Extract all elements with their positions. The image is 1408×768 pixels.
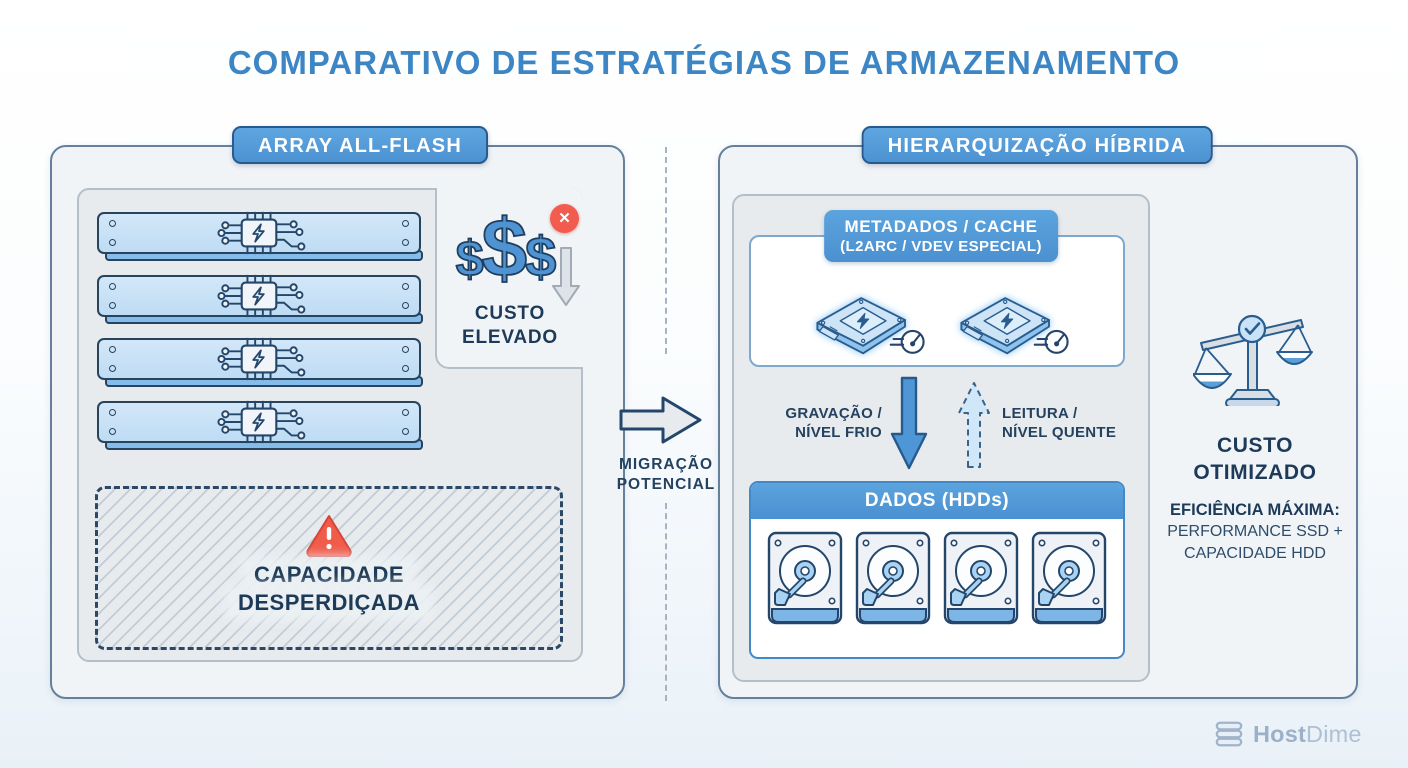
screw-icon (402, 409, 409, 416)
wasted-capacity-line1: CAPACIDADE (245, 562, 413, 587)
optimized-cost-label: CUSTO OTIMIZADO (1150, 432, 1360, 486)
read-up-arrow-icon (958, 382, 990, 468)
dollar-sign: $ (455, 230, 485, 288)
ssd-drive (97, 275, 423, 324)
cache-tier-badge: METADADOS / CACHE (L2ARC / VDEV ESPECIAL… (824, 210, 1058, 262)
data-tier-box: DADOS (HDDs) (749, 481, 1125, 659)
page-title: COMPARATIVO DE ESTRATÉGIAS DE ARMAZENAME… (227, 44, 1181, 81)
high-cost-line2: ELEVADO (461, 327, 559, 348)
read-label-line1: LEITURA / (1002, 405, 1078, 422)
cost-down-arrow-icon (552, 247, 580, 306)
screw-icon (402, 239, 409, 246)
dollar-signs-icon: $$$ (437, 202, 573, 296)
flash-chip-icon (201, 334, 317, 384)
write-label-line2: NÍVEL FRIO (795, 424, 882, 441)
high-cost-line1: CUSTO (474, 303, 546, 324)
all-flash-inner-panel: $$$ ✕ CUSTO ELEVADO (77, 188, 583, 662)
screw-icon (109, 346, 116, 353)
panel-all-flash: $$$ ✕ CUSTO ELEVADO (50, 145, 625, 699)
high-cost-label: CUSTO ELEVADO (437, 302, 583, 350)
efficiency-line2: PERFORMANCE SSD + (1167, 523, 1343, 540)
all-flash-header-badge: ARRAY ALL-FLASH (232, 126, 488, 164)
server-stack-icon (1214, 720, 1244, 748)
ssd-drive (97, 212, 423, 261)
screw-icon (109, 409, 116, 416)
wasted-capacity-line2: DESPERDIÇADA (229, 590, 429, 615)
efficiency-title: EFICIÊNCIA MÁXIMA: (1170, 501, 1340, 519)
warning-icon (306, 515, 352, 557)
brand-name: HostDime (1253, 721, 1362, 748)
read-label-line2: NÍVEL QUENTE (1002, 424, 1117, 441)
dollar-sign: $ (524, 224, 557, 289)
ssd-cache-icon (946, 279, 1072, 359)
balance-scale-icon (1193, 314, 1313, 406)
hdd-icon (943, 531, 1019, 637)
ssd-drive (97, 401, 423, 450)
optimized-cost-line1: CUSTO (1216, 434, 1294, 457)
ssd-drive-body (97, 401, 421, 443)
flash-chip-icon (201, 208, 317, 258)
data-tier-header: DADOS (HDDs) (751, 483, 1123, 519)
screw-icon (109, 428, 116, 435)
brand-logo: HostDime (1214, 720, 1362, 748)
migration-arrow-icon (619, 396, 702, 444)
cache-badge-line1: METADADOS / CACHE (844, 217, 1038, 236)
ssd-stack (97, 212, 423, 464)
efficiency-line3: CAPACIDADE HDD (1184, 545, 1326, 562)
ssd-drive (97, 338, 423, 387)
wasted-capacity-label: CAPACIDADE DESPERDIÇADA (98, 561, 560, 617)
hdd-icon (855, 531, 931, 637)
cost-cutout: $$$ ✕ CUSTO ELEVADO (435, 188, 583, 369)
screw-icon (402, 220, 409, 227)
ssd-drive-body (97, 275, 421, 317)
efficiency-label: EFICIÊNCIA MÁXIMA: PERFORMANCE SSD + CAP… (1143, 499, 1367, 565)
screw-icon (109, 302, 116, 309)
migration-label: MIGRAÇÃO POTENCIAL (591, 455, 741, 495)
flash-chip-icon (201, 271, 317, 321)
ssd-drive-body (97, 338, 421, 380)
hdd-row (751, 519, 1123, 637)
hybrid-header-badge: HIERARQUIZAÇÃO HÍBRIDA (861, 126, 1213, 164)
migration-line1: MIGRAÇÃO (618, 456, 714, 473)
screw-icon (402, 365, 409, 372)
divider-dashed-line-top (665, 147, 667, 354)
write-label-line1: GRAVAÇÃO / (785, 405, 882, 422)
panel-hybrid: METADADOS / CACHE (L2ARC / VDEV ESPECIAL… (718, 145, 1358, 699)
screw-icon (402, 346, 409, 353)
screw-icon (109, 239, 116, 246)
write-down-arrow-icon (890, 376, 928, 470)
flash-chip-icon (201, 397, 317, 447)
hdd-icon (1031, 531, 1107, 637)
dollar-sign: $ (481, 202, 528, 295)
ssd-cache-icon (802, 279, 928, 359)
ssd-drive-body (97, 212, 421, 254)
screw-icon (109, 283, 116, 290)
screw-icon (402, 283, 409, 290)
wasted-capacity-box: CAPACIDADE DESPERDIÇADA (95, 486, 563, 650)
screw-icon (109, 220, 116, 227)
write-tier-label: GRAVAÇÃO / NÍVEL FRIO (744, 404, 882, 442)
brand-name-light: Dime (1306, 720, 1362, 747)
screw-icon (402, 302, 409, 309)
cache-badge-line2: (L2ARC / VDEV ESPECIAL) (840, 238, 1042, 255)
optimized-cost-line2: OTIMIZADO (1193, 461, 1317, 484)
migration-line2: POTENCIAL (616, 476, 716, 493)
screw-icon (109, 365, 116, 372)
divider-dashed-line-bottom (665, 503, 667, 701)
read-tier-label: LEITURA / NÍVEL QUENTE (1002, 404, 1144, 442)
hdd-icon (767, 531, 843, 637)
x-mark-icon: ✕ (550, 204, 579, 233)
hybrid-inner-panel: METADADOS / CACHE (L2ARC / VDEV ESPECIAL… (732, 194, 1150, 682)
screw-icon (402, 428, 409, 435)
brand-name-bold: Host (1253, 720, 1307, 747)
